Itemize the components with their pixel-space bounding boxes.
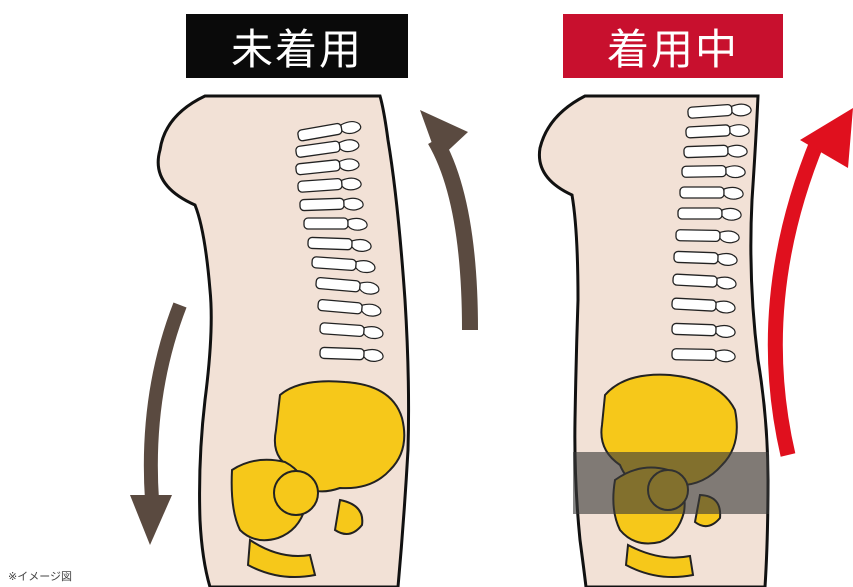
figure-during (539, 96, 853, 587)
footnote: ※イメージ図 (8, 568, 72, 584)
support-belt (573, 452, 769, 514)
label-during-text: 着用中 (607, 16, 739, 77)
label-before: 未着用 (186, 14, 408, 78)
label-during: 着用中 (563, 14, 783, 78)
posture-lift-arrow-icon (775, 108, 853, 455)
figure-before (130, 96, 470, 587)
label-before-text: 未着用 (231, 16, 363, 77)
